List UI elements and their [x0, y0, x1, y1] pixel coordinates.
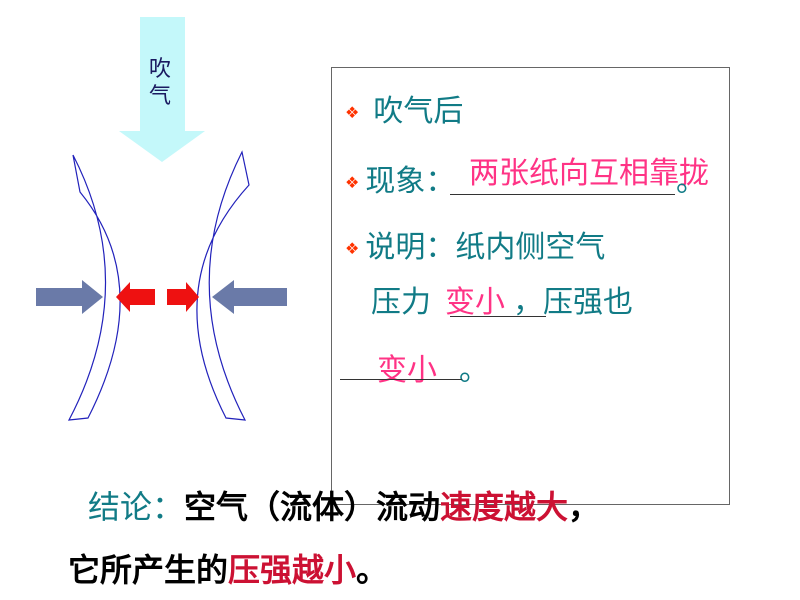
panel-line-3: ❖ 说明：纸内侧空气: [345, 222, 605, 266]
conclusion-label: 结论：: [88, 488, 185, 526]
bullet-icon: ❖: [345, 173, 360, 192]
line2-end: 。: [676, 164, 706, 199]
right-paper: [196, 150, 250, 421]
blow-label-char-2: 气: [148, 84, 171, 109]
panel-line-4: 压力变小，压强也: [371, 277, 633, 321]
line2-prefix: 现象：: [365, 164, 456, 199]
left-outside-arrow: [36, 280, 103, 314]
right-outside-arrow: [212, 280, 287, 314]
line2-answer: 两张纸向互相靠拢: [469, 156, 709, 191]
bullet-icon: ❖: [345, 103, 360, 122]
conclusion-text-1: 空气（流体）流动: [184, 488, 441, 526]
conclusion-end-2: 。: [356, 551, 389, 589]
bullet-icon: ❖: [345, 239, 360, 258]
right-inside-arrow: [167, 282, 199, 312]
blow-label: 吹 气: [145, 56, 175, 110]
line4-prefix: 压力: [371, 285, 431, 320]
conclusion-line-1: 结论：空气（流体）流动速度越大，: [88, 482, 600, 528]
line4-blank: [450, 316, 546, 317]
conclusion-emphasis-2: 压强越小: [228, 551, 357, 589]
explanation-panel: [331, 67, 730, 505]
panel-line-5: 变小。: [377, 345, 489, 389]
line5-answer: 变小: [377, 353, 437, 388]
line1-text: 吹气后: [373, 94, 464, 129]
paper-diagram: [36, 17, 287, 421]
conclusion-text-2: 它所产生的: [68, 551, 229, 589]
conclusion-end-1: ，: [568, 488, 601, 526]
conclusion-line-2: 它所产生的压强越小。: [68, 545, 388, 591]
line5-end: 。: [459, 353, 489, 388]
blow-label-char-1: 吹: [148, 57, 171, 82]
blow-arrow: [119, 17, 205, 162]
conclusion-emphasis-1: 速度越大: [440, 488, 569, 526]
left-inside-arrow: [116, 282, 155, 312]
line4-answer: 变小: [445, 285, 505, 320]
line3-text: 说明：纸内侧空气: [365, 230, 606, 265]
line4-suffix: ，压强也: [513, 285, 633, 320]
line2-blank: [450, 194, 675, 195]
line5-blank: [340, 379, 462, 380]
left-paper: [67, 154, 121, 421]
panel-line-1: ❖ 吹气后: [345, 86, 463, 130]
panel-line-2: ❖ 现象：: [345, 156, 455, 200]
